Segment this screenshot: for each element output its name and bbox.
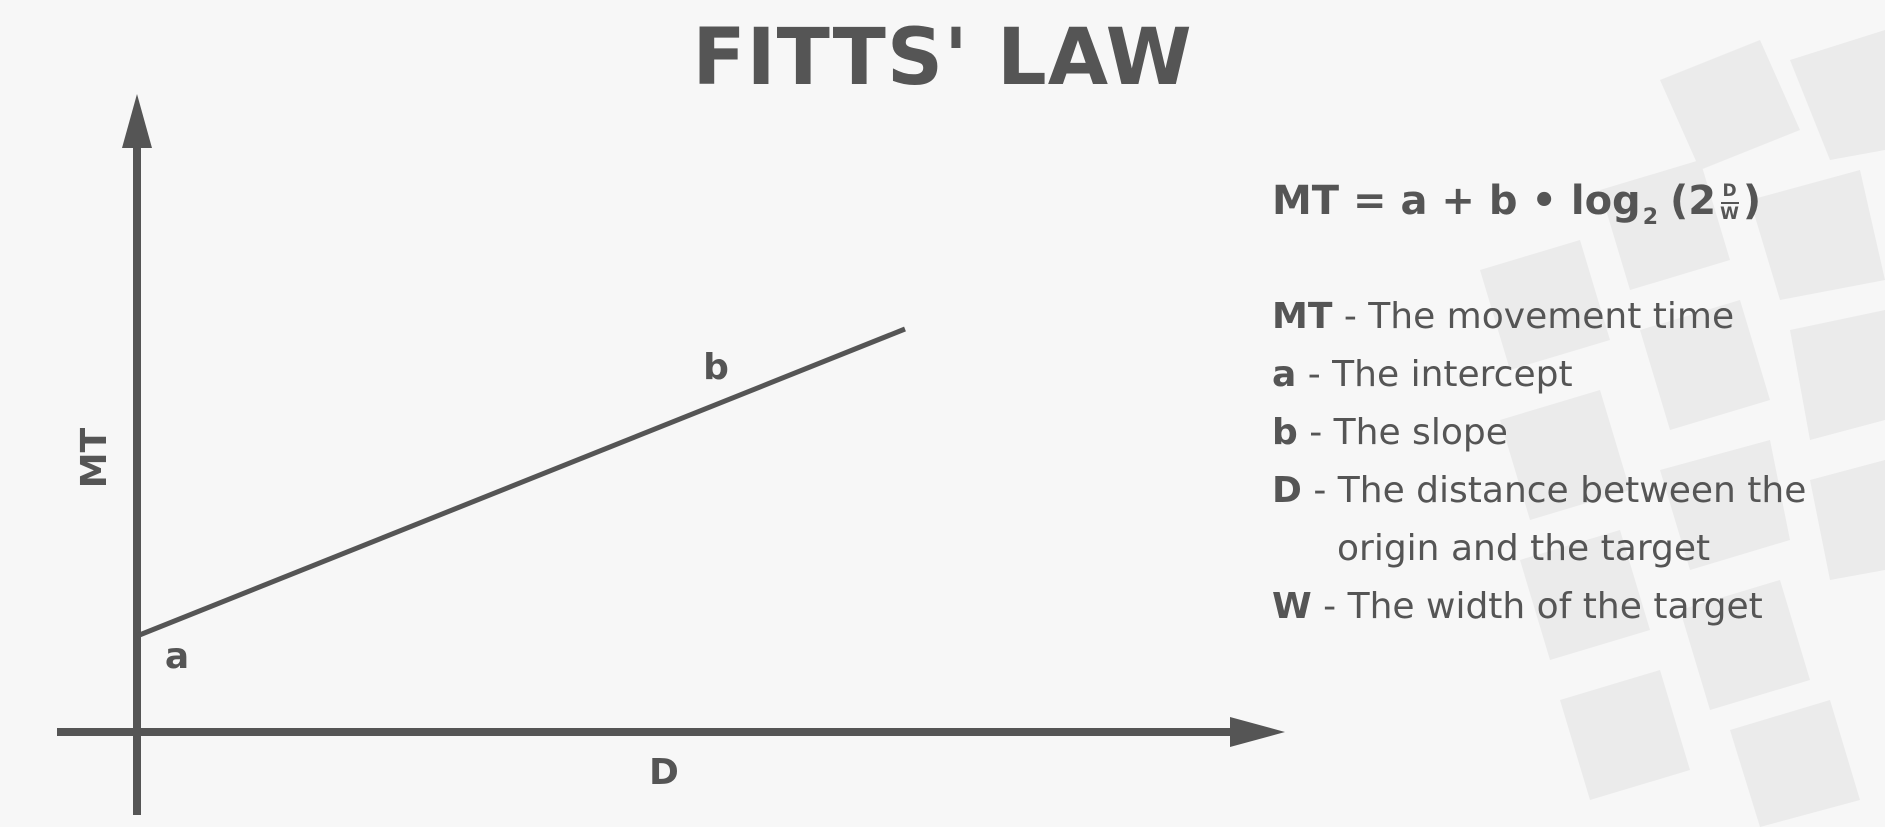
formula-fraction: D W bbox=[1720, 183, 1739, 223]
fitts-law-diagram: MT D a b bbox=[57, 94, 1285, 815]
slope-label: b bbox=[703, 347, 729, 388]
legend-symbol: MT bbox=[1272, 296, 1333, 337]
page-title: FITTS' LAW bbox=[692, 13, 1193, 103]
x-axis-label: D bbox=[649, 752, 679, 793]
fitts-formula: MT = a + b • log 2 (2 D W ) bbox=[1272, 178, 1762, 230]
intercept-label: a bbox=[165, 636, 189, 677]
legend-text: - The distance between the bbox=[1301, 470, 1807, 511]
variable-legend: MT - The movement time a - The intercept… bbox=[1272, 288, 1806, 636]
fraction-numerator: D bbox=[1722, 181, 1737, 201]
formula-close: ) bbox=[1742, 178, 1762, 224]
legend-symbol: a bbox=[1272, 354, 1297, 395]
fraction-bar bbox=[1720, 202, 1739, 204]
legend-symbol: W bbox=[1272, 586, 1312, 627]
legend-text: - The width of the target bbox=[1311, 586, 1763, 627]
legend-text: - The movement time bbox=[1332, 296, 1735, 337]
legend-symbol: b bbox=[1272, 412, 1298, 453]
legend-symbol: D bbox=[1272, 470, 1302, 511]
legend-continuation: origin and the target bbox=[1337, 528, 1711, 569]
legend-item: D - The distance between the bbox=[1272, 462, 1806, 520]
legend-item: W - The width of the target bbox=[1272, 578, 1806, 636]
y-axis-arrowhead bbox=[122, 94, 152, 148]
legend-text: - The slope bbox=[1297, 412, 1508, 453]
y-axis-label: MT bbox=[74, 427, 115, 488]
legend-item: a - The intercept bbox=[1272, 346, 1806, 404]
fraction-denominator: W bbox=[1720, 204, 1739, 224]
legend-text: - The intercept bbox=[1296, 354, 1573, 395]
formula-log-base: 2 bbox=[1642, 204, 1659, 230]
formula-open: (2 bbox=[1670, 178, 1717, 224]
legend-item: MT - The movement time bbox=[1272, 288, 1806, 346]
formula-lhs: MT = a + b • log bbox=[1272, 178, 1641, 224]
legend-item: b - The slope bbox=[1272, 404, 1806, 462]
x-axis-arrowhead bbox=[1230, 717, 1285, 747]
regression-line bbox=[136, 326, 906, 639]
